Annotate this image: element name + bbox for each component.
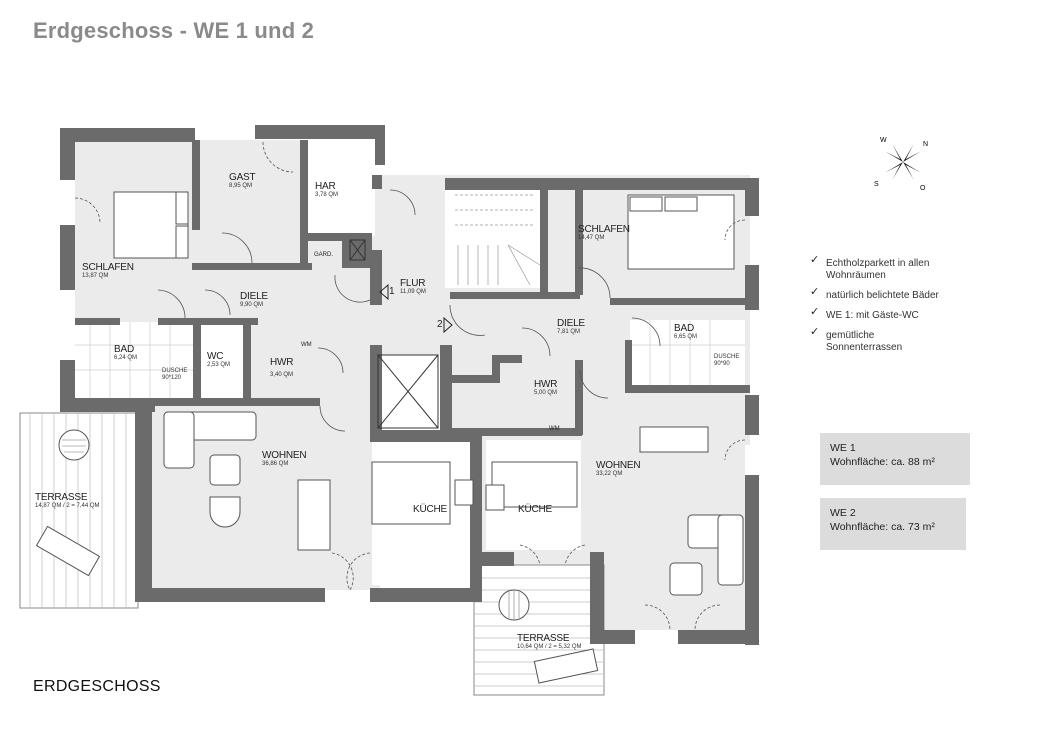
we1-wm-label: WM [301,342,312,348]
walls [60,125,759,645]
unit-box-we1: WE 1 Wohnfläche: ca. 88 m² [820,433,970,485]
checkmark-icon: ✓ [810,286,820,298]
checkmark-icon: ✓ [810,306,820,318]
compass-rose-icon: W N S O [874,137,928,192]
floor-label: ERDGESCHOSS [33,678,161,695]
room-label-we1-kueche: KÜCHE [413,504,448,515]
unit-box-we2: WE 2 Wohnfläche: ca. 73 m² [820,498,966,550]
feature-item: ✓WE 1: mit Gäste-WC [810,306,919,321]
entry-2-label: 2 [437,319,443,330]
entry-1-label: 1 [389,286,395,297]
unit-name: WE 2 [830,507,856,519]
compass-o: O [920,185,926,192]
checkmark-icon: ✓ [810,326,820,338]
compass-s: S [874,181,879,188]
unit-name: WE 1 [830,442,856,454]
unit-area: Wohnfläche: ca. 73 m² [830,521,935,533]
features-list: ✓Echtholzparkett in allen Wohnräumen ✓na… [808,254,978,362]
checkmark-icon: ✓ [810,254,820,266]
compass-n: N [923,141,928,148]
compass-w: W [880,137,887,144]
feature-item: ✓gemütliche Sonnenterrassen [810,326,903,353]
feature-item: ✓Echtholzparkett in allen Wohnräumen [810,254,930,281]
we2-wm-label: WM [549,426,560,432]
feature-item: ✓natürlich belichtete Bäder [810,286,939,301]
room-label-we1-gard: GARD. [314,252,334,258]
page-title: Erdgeschoss - WE 1 und 2 [33,18,315,43]
room-label-we2-kueche: KÜCHE [518,504,553,515]
unit-area: Wohnfläche: ca. 88 m² [830,456,935,468]
